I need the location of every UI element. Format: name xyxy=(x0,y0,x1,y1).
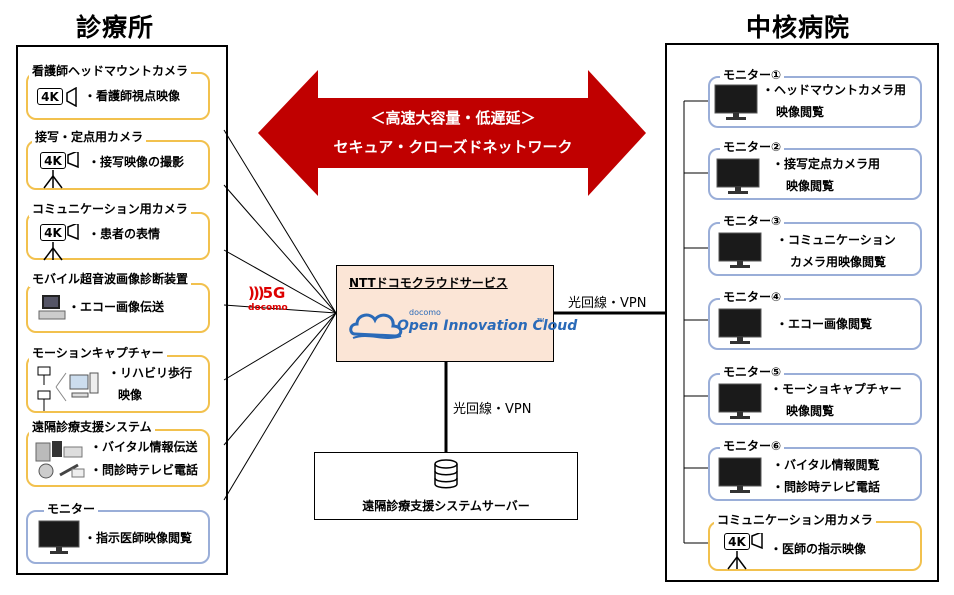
link-label-right: 光回線・VPN xyxy=(568,296,647,311)
clinic-device-text: ・バイタル情報伝送 xyxy=(90,440,198,454)
hospital-monitor-text: ・コミュニケーション xyxy=(776,233,896,247)
clinic-device-card: ・リハビリ歩行 映像 xyxy=(26,355,210,413)
tripod-icon xyxy=(43,224,79,261)
banner-line1: ＜高速大容量・低遅延＞ xyxy=(370,109,536,127)
fiveg-logo: )))5G xyxy=(248,284,286,302)
clinic-device-text: ・患者の表情 xyxy=(88,227,161,241)
hospital-monitor-text: 映像閲覧 xyxy=(786,404,835,418)
clinic-device-text: ・問診時テレビ電話 xyxy=(90,463,199,477)
fiveg-text: 5G xyxy=(262,284,286,302)
clinic-device-text: ・リハビリ歩行 xyxy=(108,366,193,380)
hospital-camera-text: ・医師の指示映像 xyxy=(770,542,867,556)
monitor-icon xyxy=(718,383,762,419)
hospital-monitor-label: モニター④ xyxy=(720,288,785,305)
clinic-device-text: ・エコー画像伝送 xyxy=(68,300,165,314)
hospital-monitor-label: モニター① xyxy=(720,66,785,83)
hospital-monitor-card: ・エコー画像閲覧 xyxy=(708,298,922,350)
clinic-device-label: 遠隔診療支援システム xyxy=(29,418,155,435)
monitor-icon xyxy=(38,520,80,554)
clinic-title: 診療所 xyxy=(76,13,155,42)
hospital-monitor-card: ・バイタル情報閲覧 ・問診時テレビ電話 xyxy=(708,447,922,501)
clinic-device-card: 4K ・接写映像の撮影 xyxy=(26,140,210,190)
clinic-device-label: モニター xyxy=(44,500,99,517)
clinic-device-card: 4K ・患者の表情 xyxy=(26,212,210,261)
camera-4k-icon: 4K xyxy=(37,88,63,105)
hospital-monitor-text: ・ヘッドマウントカメラ用 xyxy=(762,83,907,97)
monitor-icon xyxy=(718,232,762,268)
cloud-icon xyxy=(349,313,403,339)
cloud-brand-tm: TM xyxy=(537,318,545,324)
hospital-title: 中核病院 xyxy=(746,13,851,42)
camera-4k-tripod-icon: 4K xyxy=(724,533,750,550)
hospital-monitor-text: ・問診時テレビ電話 xyxy=(772,480,881,494)
hospital-monitor-label: モニター② xyxy=(720,138,785,155)
clinic-device-text: 映像 xyxy=(118,388,143,402)
motion-capture-icon xyxy=(37,366,99,411)
clinic-device-card: ・指示医師映像閲覧 xyxy=(26,510,210,564)
hospital-monitor-text: ・バイタル情報閲覧 xyxy=(772,458,880,472)
hospital-camera-label: コミュニケーション用カメラ xyxy=(714,511,876,528)
hospital-monitor-text: カメラ用映像閲覧 xyxy=(790,255,887,269)
ultrasound-device-icon xyxy=(38,295,66,320)
hospital-monitor-text: 映像閲覧 xyxy=(776,105,825,119)
hospital-monitor-card: ・モーショキャプチャー 映像閲覧 xyxy=(708,373,922,425)
medical-devices-icon xyxy=(35,441,85,479)
hospital-monitor-label: モニター⑥ xyxy=(720,437,785,454)
hospital-monitor-text: ・エコー画像閲覧 xyxy=(776,317,873,331)
hospital-monitor-label: モニター⑤ xyxy=(720,363,785,380)
hospital-monitor-card: ・コミュニケーション カメラ用映像閲覧 xyxy=(708,222,922,276)
cloud-brand: Open Innovation Cloud xyxy=(397,318,578,334)
server-box: 遠隔診療支援システムサーバー xyxy=(314,452,578,520)
camera-4k-tripod-icon: 4K xyxy=(40,224,66,241)
hospital-monitor-text: ・接写定点カメラ用 xyxy=(772,157,881,171)
clinic-device-card: ・バイタル情報伝送 ・問診時テレビ電話 xyxy=(26,429,210,487)
camera-4k-tripod-icon: 4K xyxy=(40,152,66,169)
hospital-monitor-text: ・モーショキャプチャー xyxy=(770,382,902,396)
clinic-device-card: ・エコー画像伝送 xyxy=(26,283,210,333)
cloud-title: NTTドコモクラウドサービス xyxy=(349,276,508,290)
banner-arrow xyxy=(258,70,646,196)
cloud-brand-small: docomo xyxy=(409,308,441,317)
monitor-icon xyxy=(716,158,760,194)
hospital-camera-card: 4K ・医師の指示映像 xyxy=(708,521,922,571)
database-icon xyxy=(434,459,458,489)
camera-lens-icon xyxy=(66,87,77,107)
clinic-device-text: ・指示医師映像閲覧 xyxy=(84,531,193,545)
monitor-icon xyxy=(718,457,762,493)
clinic-device-label: モバイル超音波画像診断装置 xyxy=(29,270,192,287)
cloud-service-box: NTTドコモクラウドサービス docomo Open Innovation Cl… xyxy=(336,265,577,362)
hospital-monitor-card: ・接写定点カメラ用 映像閲覧 xyxy=(708,148,922,200)
monitor-icon xyxy=(714,84,758,120)
banner-line2: セキュア・クローズドネットワーク xyxy=(333,138,573,156)
docomo-text: docomo xyxy=(248,303,288,313)
clinic-device-label: 接写・定点用カメラ xyxy=(32,128,147,145)
hospital-monitor-card: ・ヘッドマウントカメラ用 映像閲覧 xyxy=(708,76,922,128)
clinic-device-label: 看護師ヘッドマウントカメラ xyxy=(29,62,192,79)
clinic-device-label: コミュニケーション用カメラ xyxy=(29,200,191,217)
server-label: 遠隔診療支援システムサーバー xyxy=(362,499,530,513)
clinic-device-card: 4K ・看護師視点映像 xyxy=(26,72,210,120)
tripod-icon xyxy=(727,533,763,570)
clinic-device-text: ・接写映像の撮影 xyxy=(88,155,185,169)
monitor-icon xyxy=(718,308,762,344)
link-label-down: 光回線・VPN xyxy=(453,402,532,417)
clinic-device-label: モーションキャプチャー xyxy=(29,344,167,361)
hospital-monitor-label: モニター③ xyxy=(720,212,785,229)
tripod-icon xyxy=(43,152,79,189)
hospital-monitor-text: 映像閲覧 xyxy=(786,179,835,193)
clinic-device-text: ・看護師視点映像 xyxy=(84,89,181,103)
